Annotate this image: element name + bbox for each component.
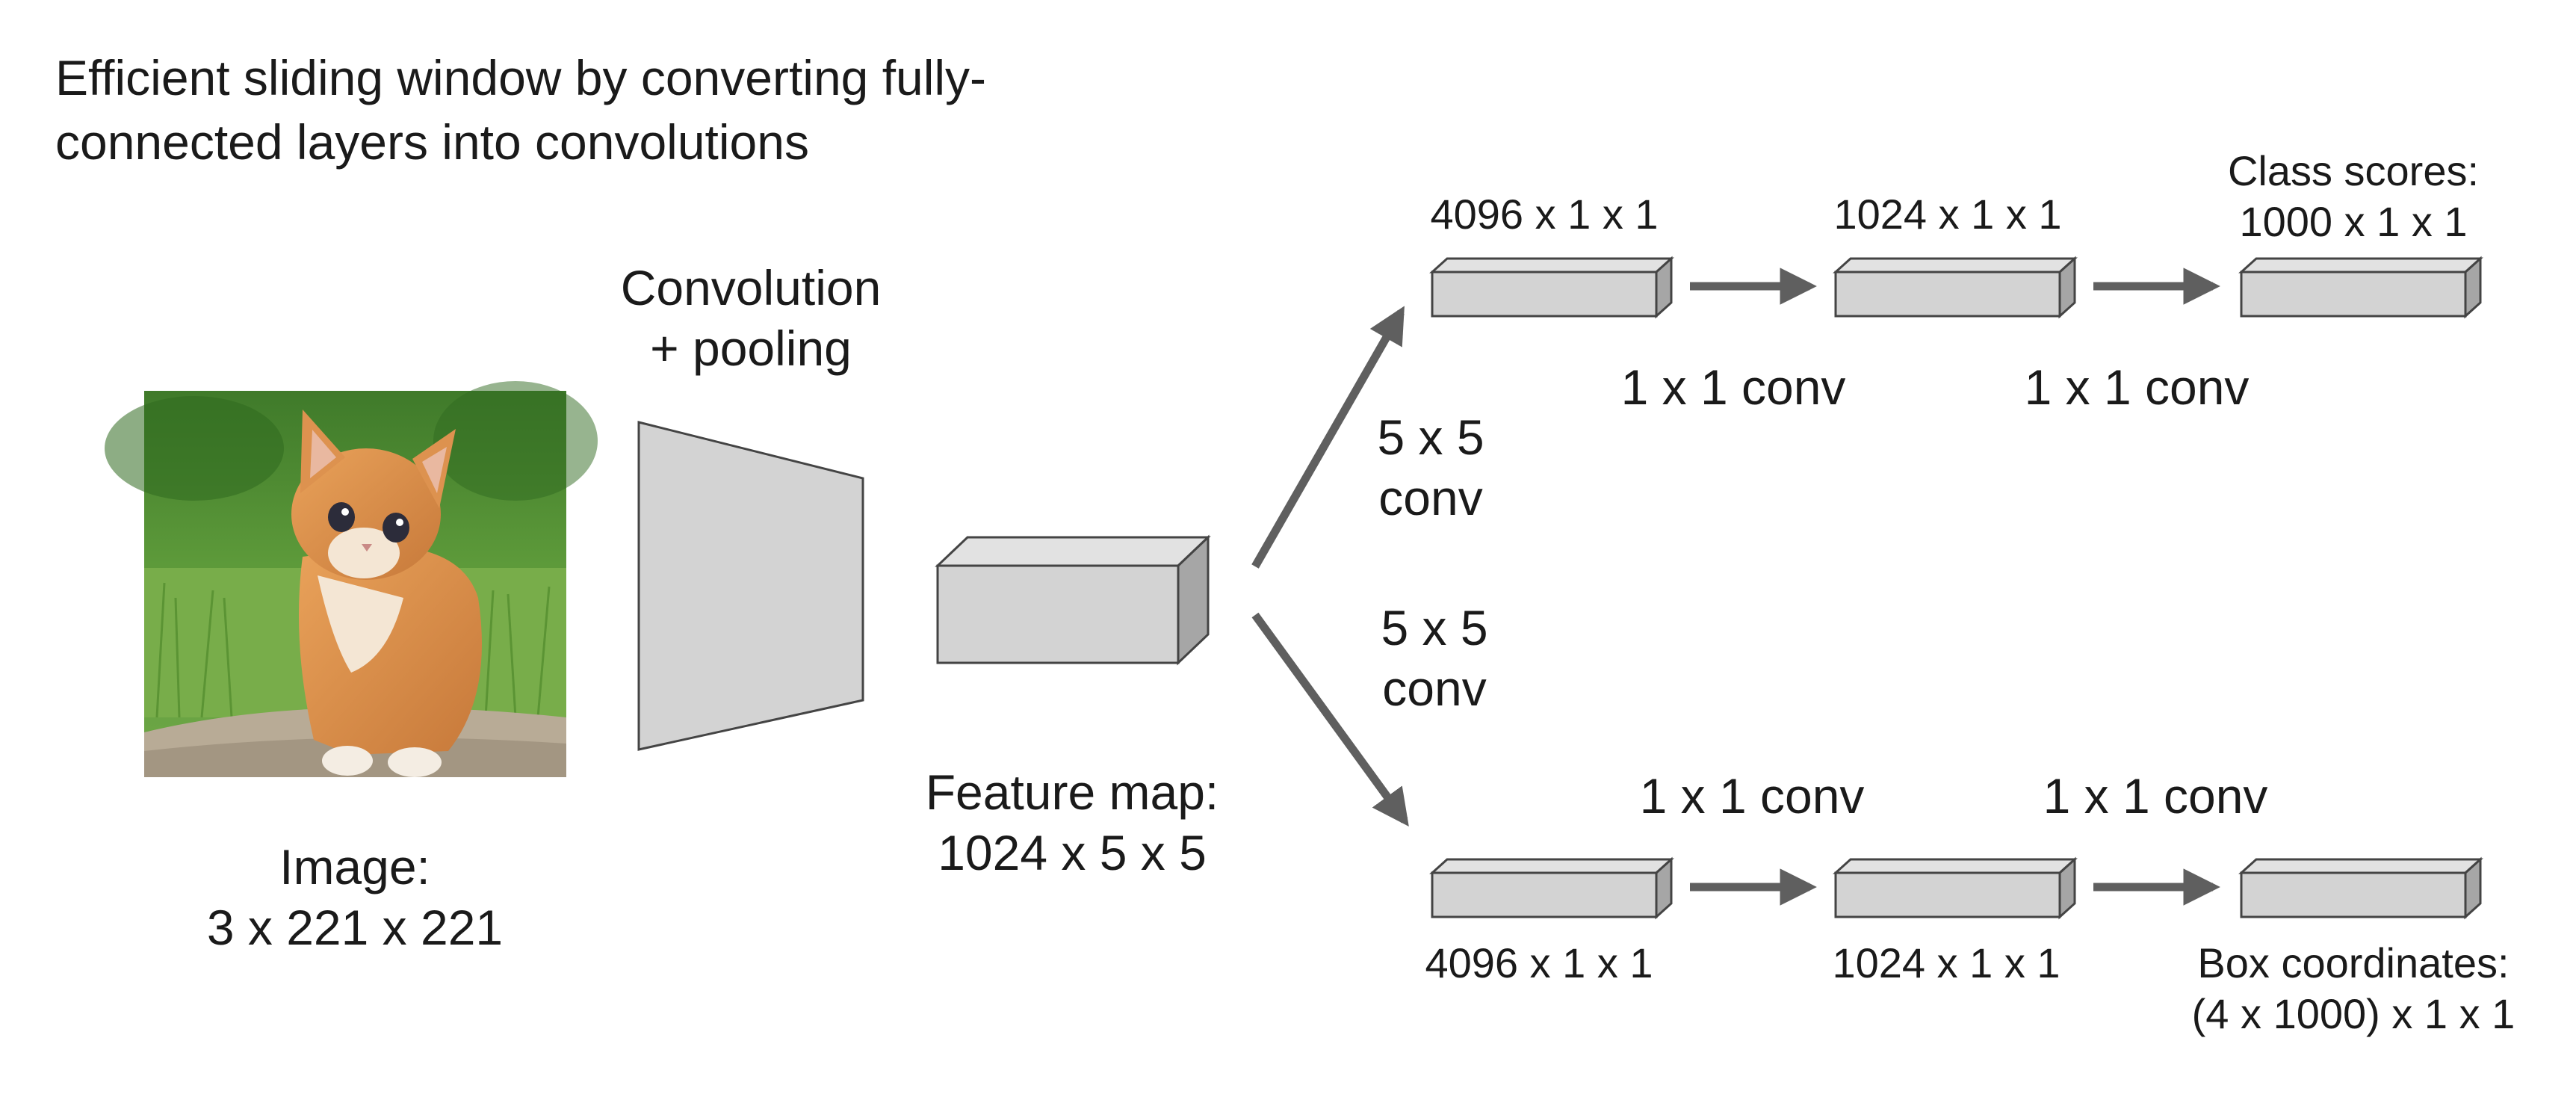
image-label: Image: 3 x 221 x 221	[168, 837, 542, 957]
top-5x5-conv-line-1: 5 x 5	[1377, 410, 1484, 465]
diagram-title: Efficient sliding window by converting f…	[55, 46, 986, 175]
class-scores-label-line-1: Class scores:	[2227, 147, 2480, 194]
bottom-layer-1024-label: 1024 x 1 x 1	[1832, 939, 2061, 986]
feature-map-label: Feature map: 1024 x 5 x 5	[897, 762, 1248, 883]
bottom-5x5-conv-label: 5 x 5 conv	[1352, 598, 1517, 718]
bottom-1x1-conv-label-1: 1 x 1 conv	[1639, 768, 1865, 824]
box-coordinates-label: Box coordinates: (4 x 1000) x 1 x 1	[2152, 938, 2555, 1040]
feature-map-label-line-2: 1024 x 5 x 5	[938, 824, 1207, 880]
class-scores-label: Class scores: 1000 x 1 x 1	[2189, 146, 2518, 248]
arrow-to-bottom-branch	[1251, 612, 1409, 827]
box-coordinates-label-line-2: (4 x 1000) x 1 x 1	[2191, 990, 2515, 1038]
class-scores-label-line-2: 1000 x 1 x 1	[2239, 198, 2468, 246]
top-5x5-conv-label: 5 x 5 conv	[1349, 407, 1513, 528]
image-label-line-2: 3 x 221 x 221	[206, 899, 504, 955]
bottom-1x1-conv-label-2: 1 x 1 conv	[2043, 768, 2268, 824]
kitten-image	[105, 381, 598, 777]
image-label-line-1: Image:	[279, 839, 430, 895]
title-line-2: connected layers into convolutions	[55, 114, 809, 170]
feature-map-box	[935, 534, 1211, 666]
box-coordinates-label-line-1: Box coordinates:	[2197, 939, 2510, 986]
conv-pooling-label-line-1: Convolution	[620, 260, 882, 315]
title-line-1: Efficient sliding window by converting f…	[55, 50, 987, 105]
bottom-box-coordinates-box	[2238, 856, 2483, 920]
conv-pooling-label: Convolution + pooling	[586, 258, 915, 378]
top-layer-1024-box	[1833, 256, 2078, 319]
bottom-layer-4096-box	[1429, 856, 1674, 920]
top-class-scores-box	[2238, 256, 2483, 319]
bottom-5x5-conv-line-1: 5 x 5	[1381, 600, 1488, 655]
conv-pooling-block	[637, 421, 864, 751]
bottom-layer-4096-label: 4096 x 1 x 1	[1425, 939, 1653, 986]
top-layer-1024-label: 1024 x 1 x 1	[1833, 191, 2062, 238]
bottom-layer-1024-box	[1833, 856, 2078, 920]
conv-pooling-label-line-2: + pooling	[650, 320, 852, 376]
top-1x1-conv-label-2: 1 x 1 conv	[2024, 359, 2250, 415]
top-1x1-conv-label-1: 1 x 1 conv	[1620, 359, 1846, 415]
top-5x5-conv-line-2: conv	[1378, 469, 1483, 525]
top-layer-4096-box	[1429, 256, 1674, 319]
top-layer-4096-label: 4096 x 1 x 1	[1430, 191, 1659, 238]
bottom-5x5-conv-line-2: conv	[1382, 660, 1487, 716]
arrow-to-top-branch	[1251, 306, 1405, 569]
feature-map-label-line-1: Feature map:	[925, 764, 1219, 820]
